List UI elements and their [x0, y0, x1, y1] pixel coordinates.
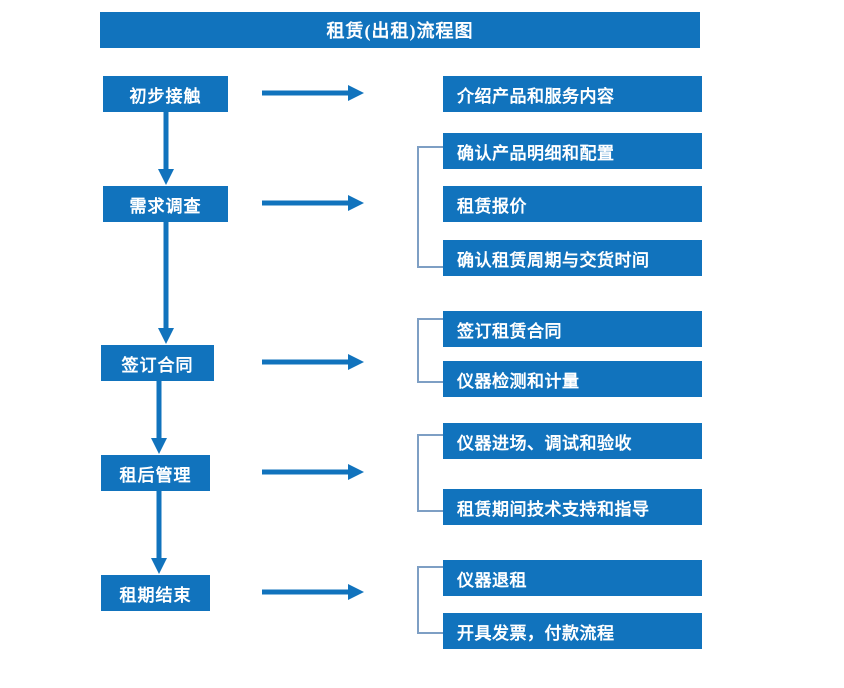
- arrow-down-stage3-to-stage4: [149, 380, 169, 456]
- arrow-right-stage5: [262, 582, 366, 602]
- detail-box-confirm-product-details[interactable]: 确认产品明细和配置: [443, 133, 702, 169]
- detail-box-instrument-entry-commissioning[interactable]: 仪器进场、调试和验收: [443, 423, 702, 459]
- stage-box-rental-end[interactable]: 租期结束: [101, 575, 210, 611]
- arrow-down-stage1-to-stage2: [156, 111, 176, 187]
- detail-box-rental-quote[interactable]: 租赁报价: [443, 186, 702, 222]
- arrow-right-stage4: [262, 462, 366, 482]
- detail-box-sign-rental-contract[interactable]: 签订租赁合同: [443, 311, 702, 347]
- arrow-right-stage3: [262, 352, 366, 372]
- arrow-right-stage2: [262, 193, 366, 213]
- group-bracket-stage4: [415, 434, 445, 512]
- group-bracket-stage3: [415, 318, 445, 383]
- page-title: 租赁(出租)流程图: [100, 12, 700, 48]
- arrow-down-stage4-to-stage5: [149, 490, 169, 576]
- stage-box-demand-survey[interactable]: 需求调查: [103, 186, 228, 222]
- group-bracket-stage5: [415, 566, 445, 634]
- detail-box-invoice-payment[interactable]: 开具发票，付款流程: [443, 613, 702, 649]
- stage-box-sign-contract[interactable]: 签订合同: [101, 345, 214, 381]
- detail-box-technical-support[interactable]: 租赁期间技术支持和指导: [443, 489, 702, 525]
- detail-box-instrument-return[interactable]: 仪器退租: [443, 560, 702, 596]
- detail-box-instrument-inspection[interactable]: 仪器检测和计量: [443, 361, 702, 397]
- stage-box-post-rental-management[interactable]: 租后管理: [101, 455, 210, 491]
- detail-box-confirm-rental-period[interactable]: 确认租赁周期与交货时间: [443, 240, 702, 276]
- arrow-right-stage1: [262, 83, 366, 103]
- group-bracket-stage2: [415, 146, 445, 268]
- detail-box-introduce-products[interactable]: 介绍产品和服务内容: [443, 76, 702, 112]
- arrow-down-stage2-to-stage3: [156, 221, 176, 346]
- stage-box-initial-contact[interactable]: 初步接触: [103, 76, 228, 112]
